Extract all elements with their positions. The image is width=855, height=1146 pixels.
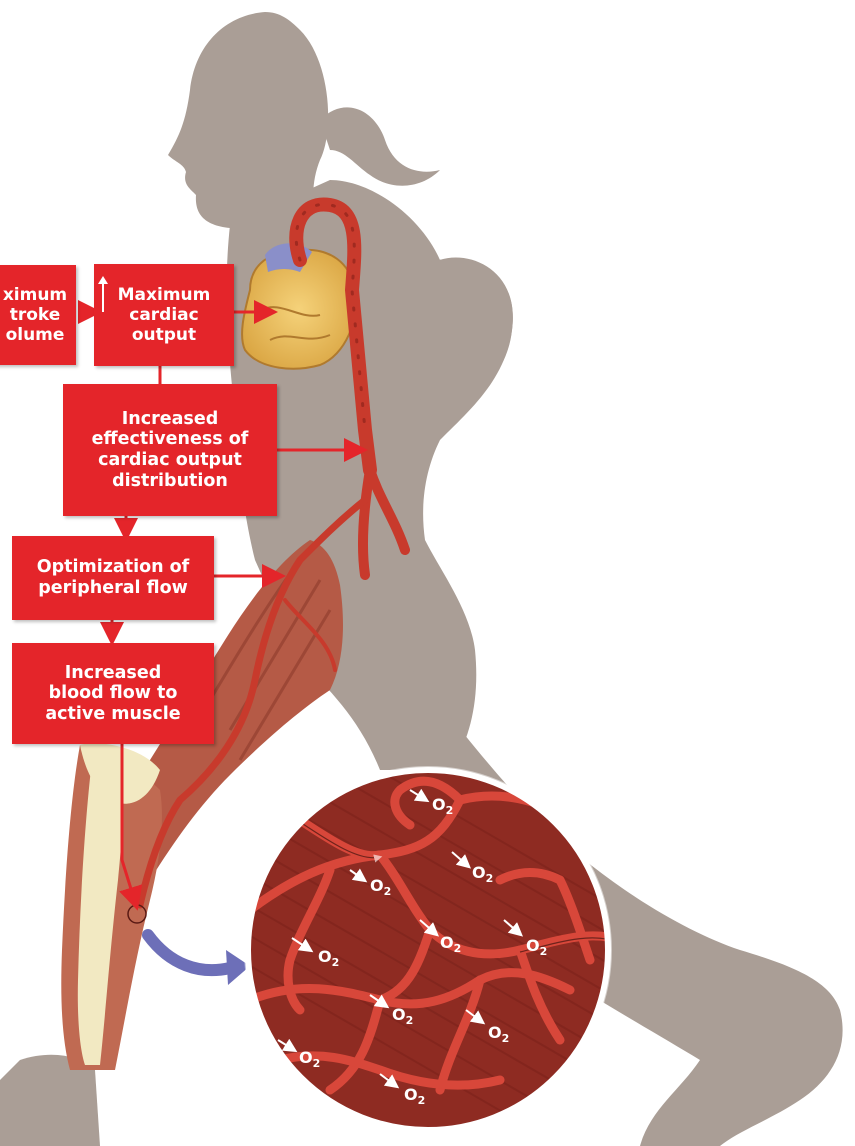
cardiac-output-distribution-box: Increased effectiveness of cardiac outpu… [63,384,277,516]
box-line: Increased [63,409,277,430]
box-line: Optimization of [12,557,214,578]
curved-arrow-icon [148,935,250,985]
box-line: blood flow to [12,683,214,704]
box-line: cardiac [94,305,234,325]
box-line: distribution [63,471,277,492]
box-line: cardiac output [63,450,277,471]
box-line: Maximum [94,285,234,305]
box-line: ximum [0,285,76,305]
box-line: active muscle [12,704,214,725]
box-line: output [94,325,234,345]
up-arrow-icon [98,276,108,314]
maximum-stroke-volume-box: ximum troke olume [0,265,76,365]
box-line: olume [0,325,76,345]
box-line: troke [0,305,76,325]
maximum-cardiac-output-box: Maximum cardiac output [94,264,234,366]
box-line: peripheral flow [12,578,214,599]
box-line: Increased [12,663,214,684]
peripheral-flow-box: Optimization of peripheral flow [12,536,214,620]
blood-flow-muscle-box: Increased blood flow to active muscle [12,643,214,744]
box-line: effectiveness of [63,429,277,450]
lower-leg [61,743,162,1070]
